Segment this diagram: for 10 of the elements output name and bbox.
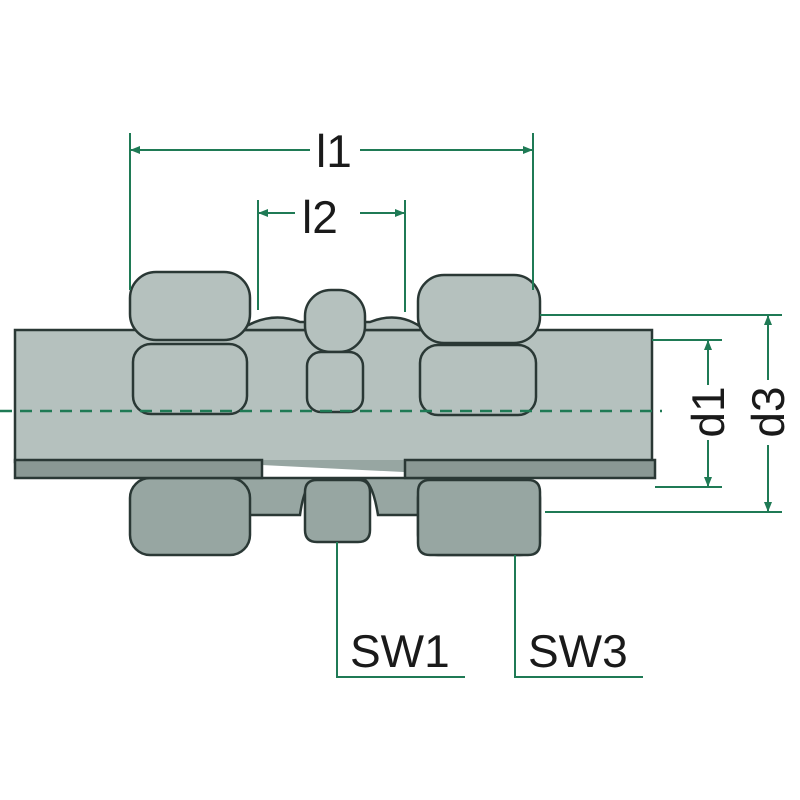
- dimension-label: l1: [316, 128, 352, 174]
- dimension-label: d1: [685, 386, 731, 438]
- nut-part: [304, 478, 372, 544]
- leader-line: [514, 555, 643, 678]
- dimension-label: l2: [302, 194, 338, 240]
- part-label: SW1: [350, 628, 450, 674]
- dimension-label: d3: [745, 386, 791, 438]
- part-label: SW3: [528, 628, 628, 674]
- leader-line: [336, 542, 465, 678]
- nut-part: [416, 478, 542, 556]
